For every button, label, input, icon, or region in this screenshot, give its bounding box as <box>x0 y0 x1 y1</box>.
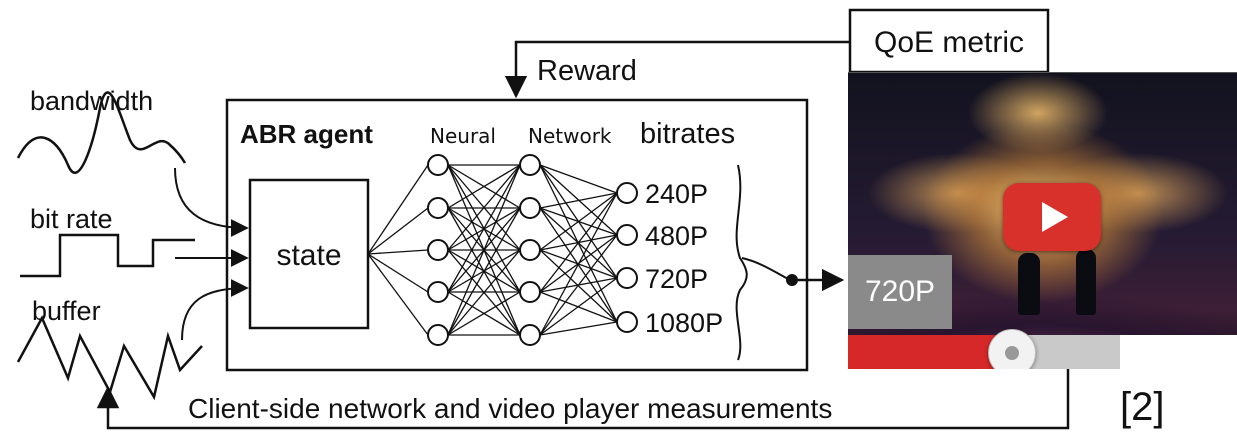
qoe-metric-label: QoE metric <box>874 26 1024 59</box>
network-edge <box>539 192 618 209</box>
network-connections <box>367 164 618 336</box>
network-label: Network <box>528 124 612 148</box>
network-edge <box>539 192 618 251</box>
network-edge <box>539 192 618 293</box>
network-edge <box>539 192 618 336</box>
network-node <box>427 324 449 346</box>
network-edge <box>539 321 618 336</box>
network-edge <box>447 164 521 336</box>
network-edge <box>539 164 618 194</box>
network-node <box>519 239 541 261</box>
state-to-layer1-edge <box>367 207 429 255</box>
selection-curve <box>741 257 791 281</box>
bit-rate-label: bit rate <box>30 204 113 234</box>
reward-label: Reward <box>537 55 637 87</box>
bandwidth-signal <box>16 91 187 174</box>
selection-dot <box>786 274 798 286</box>
state-to-layer1-edge <box>367 249 429 255</box>
citation: [2] <box>1120 385 1164 429</box>
network-node <box>427 154 449 176</box>
network-node <box>519 281 541 303</box>
bitrates-label: bitrates <box>640 118 735 150</box>
buffer-arrow <box>181 279 249 341</box>
network-node <box>427 197 449 219</box>
network-node <box>519 197 541 219</box>
play-icon <box>1042 202 1068 232</box>
network-node <box>616 311 638 333</box>
state-label: state <box>276 239 341 272</box>
network-edge <box>447 164 521 209</box>
state-to-layer1-edge <box>367 253 429 336</box>
bitrate-brace <box>735 164 748 361</box>
abr-agent-title: ABR agent <box>240 119 373 149</box>
network-node <box>616 267 638 289</box>
network-edge <box>447 291 521 336</box>
network-node <box>519 324 541 346</box>
qoe-metric-box <box>848 8 1050 74</box>
network-edge <box>539 277 618 336</box>
network-edge <box>447 249 521 336</box>
child-silhouette-right <box>1076 249 1096 315</box>
quality-badge: 720P <box>848 255 952 329</box>
play-button[interactable] <box>1003 183 1101 251</box>
bandwidth-label: bandwidth <box>30 86 153 116</box>
network-node <box>616 224 638 246</box>
network-node <box>427 281 449 303</box>
bitrate-option: 1080P <box>645 308 723 338</box>
network-edge <box>447 164 521 251</box>
video-player[interactable]: 720P <box>848 72 1237 369</box>
network-nodes <box>427 154 638 346</box>
network-node <box>519 154 541 176</box>
network-node <box>427 239 449 261</box>
child-silhouette-left <box>1018 253 1040 315</box>
state-to-layer1-edge <box>367 253 429 293</box>
state-to-layer1-edge <box>367 164 429 255</box>
progress-played <box>848 335 1012 369</box>
buffer-signal <box>16 315 203 401</box>
network-edge <box>447 164 521 293</box>
reward-arrow <box>504 40 850 99</box>
network-edge <box>539 234 618 336</box>
bitrate-option: 720P <box>645 264 708 294</box>
progress-bar[interactable] <box>848 329 1237 369</box>
bandwidth-arrow <box>174 167 249 237</box>
bitrate-option: 240P <box>645 179 708 209</box>
abr-agent-box <box>225 98 809 372</box>
bit-rate-signal <box>20 233 195 278</box>
bitrate-options: 240P 480P 720P 1080P <box>645 179 723 338</box>
bitrate-option: 480P <box>645 221 708 251</box>
measurements-label: Client-side network and video player mea… <box>188 393 832 424</box>
measurements-arrow <box>96 368 1070 430</box>
neural-label: Neural <box>430 124 496 148</box>
network-edge <box>447 207 521 336</box>
network-node <box>616 182 638 204</box>
